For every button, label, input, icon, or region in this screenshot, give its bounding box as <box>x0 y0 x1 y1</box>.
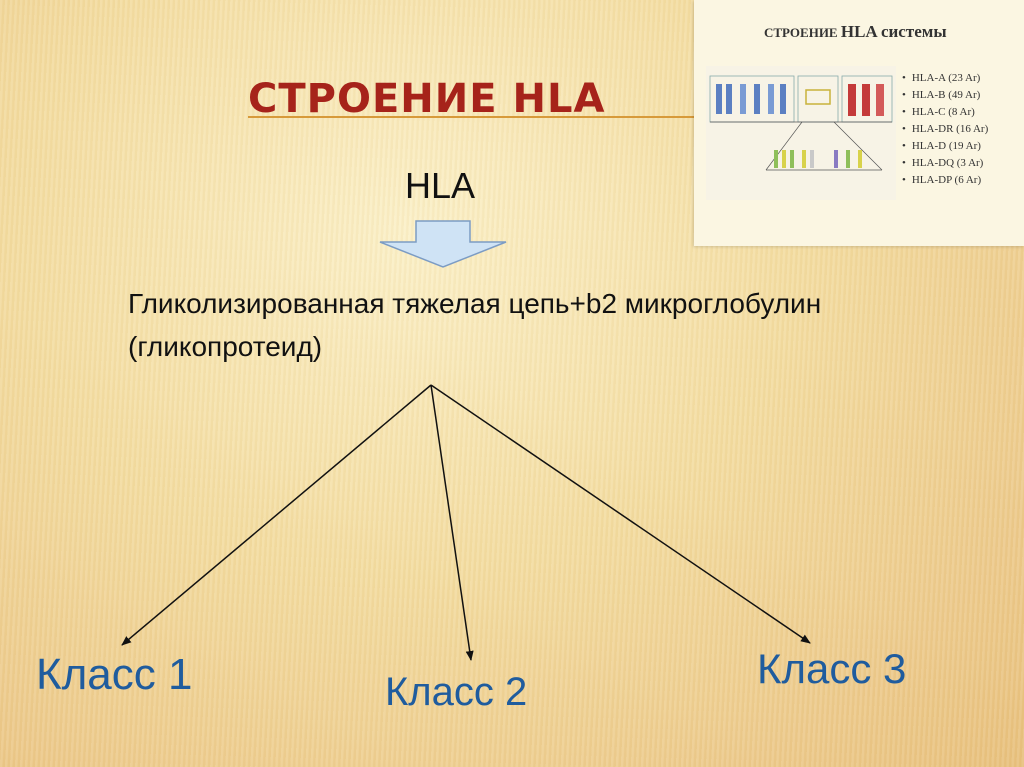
inset-list-item: HLA-DR (16 Ar) <box>902 121 988 138</box>
inset-list-item: HLA-C (8 Ar) <box>902 104 988 121</box>
root-label: HLA <box>405 165 476 206</box>
inset-list-item: HLA-D (19 Ar) <box>902 138 988 155</box>
hla-gene-map-figure <box>706 66 896 200</box>
arrow-to-class-1 <box>121 384 432 646</box>
slide-title: СТРОЕНИЕ HLA <box>248 76 606 122</box>
class-2-label: Класс 2 <box>385 670 528 714</box>
inset-hla-list: HLA-A (23 Ar) HLA-B (49 Ar) HLA-C (8 Ar)… <box>902 70 988 189</box>
inset-title: СТРОЕНИЕ HLA системы <box>764 22 947 42</box>
inset-title-main: HLA <box>840 22 878 41</box>
class-3-label: Класс 3 <box>757 645 907 692</box>
title-underline <box>248 116 698 118</box>
inset-list-item: HLA-DQ (3 Ar) <box>902 155 988 172</box>
inset-title-prefix: СТРОЕНИЕ <box>764 25 838 40</box>
class-1-label: Класс 1 <box>36 650 193 699</box>
inset-list-item: HLA-DP (6 Ar) <box>902 172 988 189</box>
down-arrow-icon <box>379 220 507 268</box>
inset-list-item: HLA-A (23 Ar) <box>902 70 988 87</box>
inset-image: СТРОЕНИЕ HLA системы <box>694 0 1024 246</box>
description-text: Гликолизированная тяжелая цепь+b2 микрог… <box>128 288 822 362</box>
arrow-to-class-3 <box>430 384 811 644</box>
inset-list-item: HLA-B (49 Ar) <box>902 87 988 104</box>
arrow-to-class-2 <box>430 384 474 661</box>
inset-title-suffix: системы <box>880 22 947 41</box>
